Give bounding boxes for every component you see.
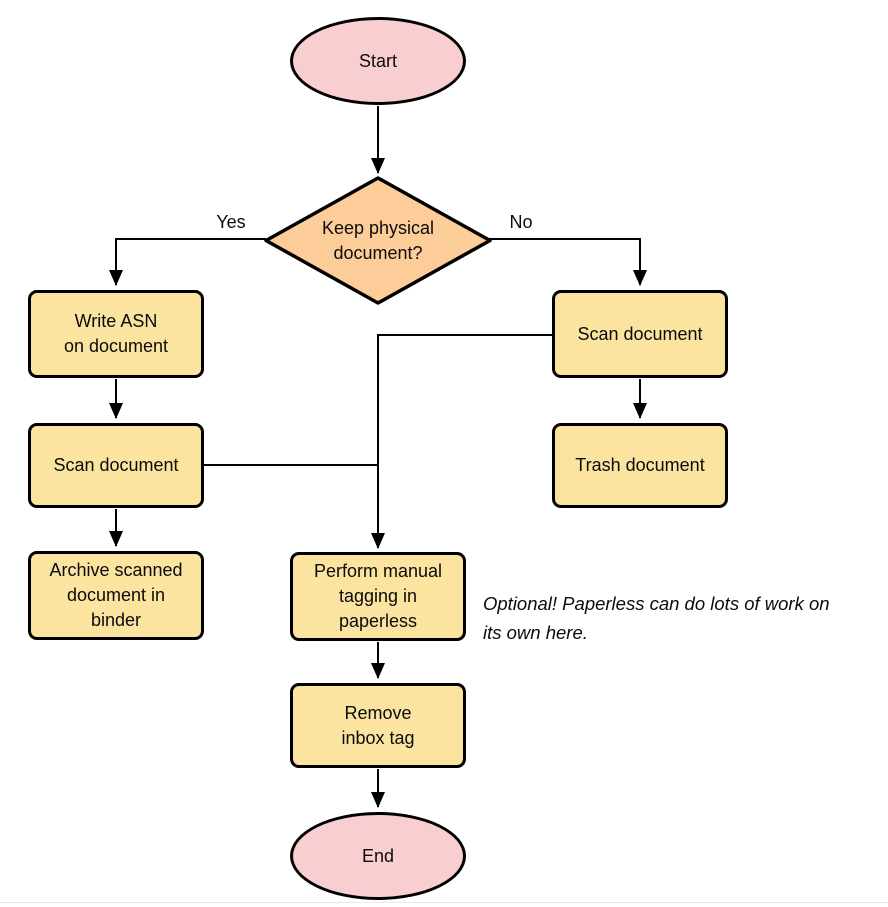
edge-decision-no-to-scan-right <box>489 238 647 286</box>
node-start: Start <box>290 17 466 105</box>
optional-note: Optional! Paperless can do lots of work … <box>483 593 830 643</box>
node-archive-scanned: Archive scanned document in binder <box>28 551 204 640</box>
node-perform-tagging-label: Perform manual tagging in paperless <box>313 561 443 631</box>
node-decision-label: Keep physical document? <box>321 218 435 263</box>
node-scan-document-left: Scan document <box>28 423 204 508</box>
edge-scan-right-to-perform-tagging <box>371 334 552 549</box>
node-end-label: End <box>361 845 395 866</box>
node-write-asn: Write ASN on document <box>28 290 204 378</box>
node-scan-document-right: Scan document <box>552 290 728 378</box>
node-scan-document-left-label: Scan document <box>53 455 179 475</box>
bottom-divider <box>0 902 888 903</box>
node-trash-document-label: Trash document <box>575 455 705 475</box>
node-trash-document: Trash document <box>552 423 728 508</box>
edge-label-no: No <box>509 212 533 232</box>
node-archive-scanned-label: Archive scanned document in binder <box>49 560 183 630</box>
node-perform-tagging: Perform manual tagging in paperless <box>290 552 466 641</box>
edge-label-yes: Yes <box>216 212 246 232</box>
node-remove-inbox-label: Remove inbox tag <box>341 702 415 748</box>
node-start-label: Start <box>358 50 397 71</box>
node-end: End <box>290 812 466 900</box>
decision-shape <box>264 176 492 305</box>
node-scan-document-right-label: Scan document <box>577 323 703 344</box>
node-write-asn-label: Write ASN on document <box>63 311 169 356</box>
node-remove-inbox: Remove inbox tag <box>290 683 466 768</box>
edge-decision-yes-to-write-asn <box>109 238 266 286</box>
